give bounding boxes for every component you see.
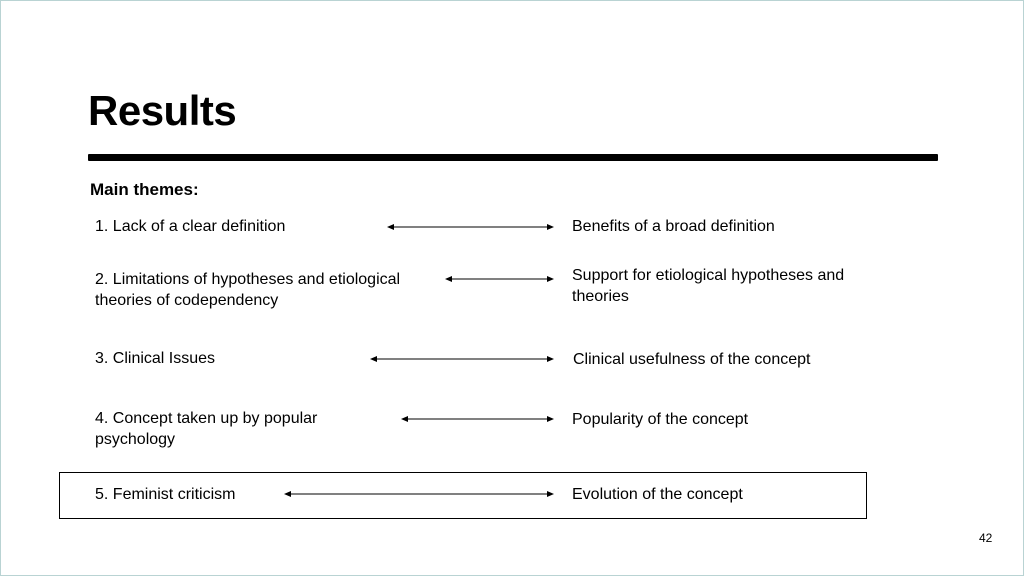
theme-1-response: Benefits of a broad definition xyxy=(572,218,775,235)
theme-3-challenge: 3. Clinical Issues xyxy=(95,350,216,367)
theme-3-arrow xyxy=(370,353,554,365)
page-number: 42 xyxy=(979,531,993,545)
theme-3-response: Clinical usefulness of the concept xyxy=(573,351,811,368)
theme-4-response: Popularity of the concept xyxy=(572,411,749,428)
section-subtitle: Main themes: xyxy=(90,180,199,199)
theme-5-response: Evolution of the concept xyxy=(572,486,743,503)
slide-title: Results xyxy=(88,87,237,134)
theme-5-arrow xyxy=(284,488,554,500)
theme-2-response: Support for etiological hypotheses and t… xyxy=(572,267,845,305)
theme-2-arrow xyxy=(445,273,554,285)
theme-5-challenge: 5. Feminist criticism xyxy=(95,486,236,503)
theme-1-arrow xyxy=(387,221,554,233)
theme-2-challenge: 2. Limitations of hypotheses and etiolog… xyxy=(95,271,401,309)
theme-4-challenge: 4. Concept taken up by popular psycholog… xyxy=(95,410,318,448)
title-divider xyxy=(88,154,938,161)
theme-1-challenge: 1. Lack of a clear definition xyxy=(95,218,286,235)
highlight-box xyxy=(59,472,867,519)
theme-4-arrow xyxy=(401,413,554,425)
